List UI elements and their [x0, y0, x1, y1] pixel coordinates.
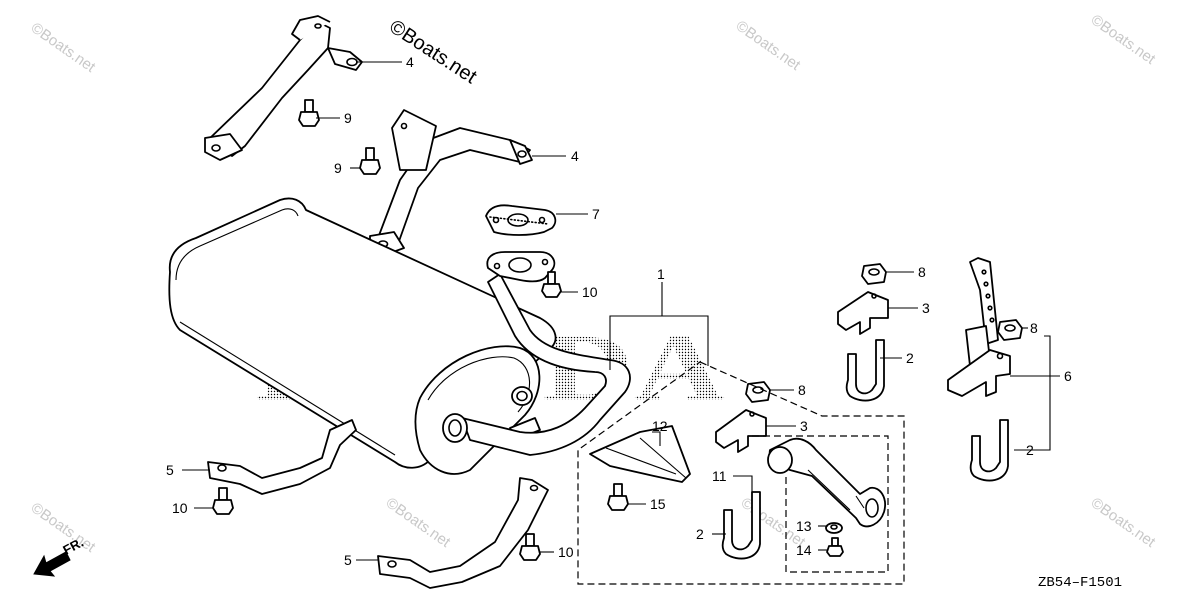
callout-10: 10 [558, 544, 574, 560]
callout-15: 15 [650, 496, 666, 512]
pipe-protector-12 [589, 425, 691, 483]
callout-8: 8 [798, 382, 806, 398]
flange-bolt-15 [607, 483, 629, 511]
muffler-protector-upper-a [204, 15, 363, 161]
callout-8: 8 [918, 264, 926, 280]
washer-13 [825, 522, 843, 534]
flange-nut-8-upper [861, 263, 887, 285]
assembly-outline-1 [577, 361, 905, 585]
callout-11: 11 [712, 468, 727, 484]
callout-6: 6 [1064, 368, 1072, 384]
spark-arrester-11 [767, 437, 886, 528]
assembly-outline-11 [752, 435, 889, 573]
muffler-stay-5-front [377, 477, 549, 589]
callout-3: 3 [800, 418, 808, 434]
flange-bolt-9-upper [298, 99, 320, 127]
callout-10: 10 [582, 284, 598, 300]
callout-2: 2 [696, 526, 704, 542]
front-indicator: FR. [33, 535, 86, 577]
flange-bolt-10-pipe [541, 271, 562, 298]
callout-14: 14 [796, 542, 812, 558]
watermark-text: ©Boats.net [1088, 11, 1159, 68]
muffler-protector-upper-b [369, 109, 533, 257]
callout-3: 3 [922, 300, 930, 316]
callout-10: 10 [172, 500, 188, 516]
watermark-text: ©Boats.net [28, 19, 99, 76]
flange-bolt-10-rear [212, 487, 234, 515]
clamp-3-upper [837, 291, 889, 335]
watermark-text: ©Boats.net [733, 17, 804, 74]
screw-14 [826, 537, 844, 557]
watermark-text: ©Boats.net [1088, 494, 1159, 551]
clamp-3-lower [715, 409, 767, 453]
callout-5: 5 [344, 552, 352, 568]
callout-7: 7 [592, 206, 600, 222]
watermark-text: ©Boats.net [383, 494, 454, 551]
muffler-body [168, 197, 557, 475]
callout-5: 5 [166, 462, 174, 478]
flange-nut-8-hanger [997, 319, 1023, 341]
callout-4: 4 [406, 54, 414, 70]
callout-9: 9 [334, 160, 342, 176]
callout-12: 12 [652, 418, 668, 434]
callout-9: 9 [344, 110, 352, 126]
drawing-code: ZB54–F1501 [1038, 575, 1122, 591]
callout-2: 2 [1026, 442, 1034, 458]
callout-13: 13 [796, 518, 812, 534]
exhaust-gasket-7 [485, 204, 557, 236]
callout-8: 8 [1030, 320, 1038, 336]
leader-lines [182, 61, 1060, 561]
u-bolt-2-hanger [969, 419, 1009, 482]
front-arrow-icon [33, 551, 71, 577]
copyright-stamp: ©Boats.net [385, 16, 481, 89]
muffler-stay-5-rear [207, 419, 357, 495]
flange-bolt-10-front [519, 533, 541, 561]
callout-4: 4 [571, 148, 579, 164]
callout-1: 1 [657, 266, 665, 282]
muffler-hanger-6 [947, 257, 1011, 397]
callout-2: 2 [906, 350, 914, 366]
callouts: 1 2 2 2 3 3 4 4 5 5 6 7 8 8 8 9 9 10 10 … [166, 54, 1072, 568]
u-bolt-2-upper [845, 339, 885, 402]
flange-bolt-9-lower [359, 147, 381, 175]
u-bolt-2-lower [721, 491, 761, 560]
